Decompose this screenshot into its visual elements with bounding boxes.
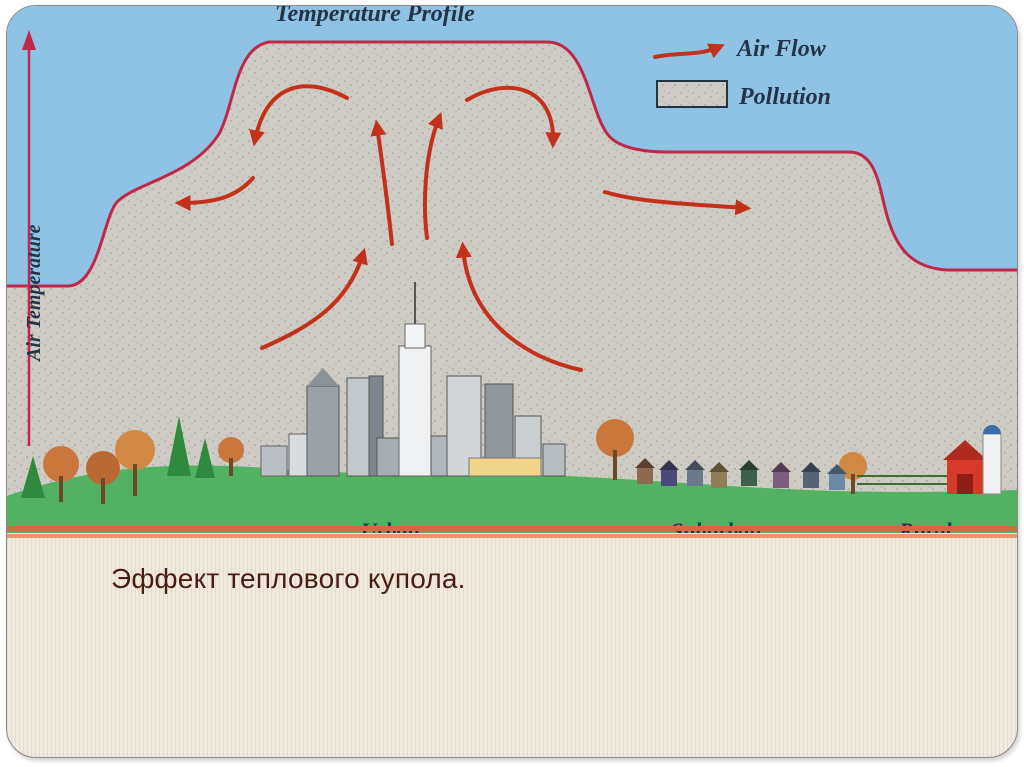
silo xyxy=(983,434,1001,494)
house xyxy=(773,472,789,488)
building xyxy=(543,444,565,476)
slide-caption: Эффект теплового купола. xyxy=(111,563,466,595)
building xyxy=(469,458,541,476)
house xyxy=(711,472,727,488)
skyscraper xyxy=(289,434,309,476)
house xyxy=(661,470,677,486)
legend-air-flow-label: Air Flow xyxy=(735,36,827,62)
slide-divider-bottom xyxy=(7,534,1017,538)
skyscraper xyxy=(261,446,287,476)
house xyxy=(803,472,819,488)
house xyxy=(637,468,653,484)
legend-pollution-swatch xyxy=(657,81,727,107)
slide-divider-top xyxy=(7,526,1017,531)
barn-door xyxy=(957,474,973,494)
house xyxy=(741,470,757,486)
skyscraper-tower-top xyxy=(405,324,425,348)
skyscraper-tower xyxy=(399,346,431,476)
urban-heat-dome-figure: Temperature Profile Air Temperature Air … xyxy=(7,6,1017,533)
house xyxy=(687,470,703,486)
skyscraper xyxy=(307,386,339,476)
legend-pollution-label: Pollution xyxy=(738,84,831,110)
figure-title: Temperature Profile xyxy=(275,6,475,27)
y-axis-label: Air Temperature xyxy=(23,224,45,363)
slide: Temperature Profile Air Temperature Air … xyxy=(6,5,1018,758)
house xyxy=(829,474,845,490)
skyscraper xyxy=(347,378,369,476)
